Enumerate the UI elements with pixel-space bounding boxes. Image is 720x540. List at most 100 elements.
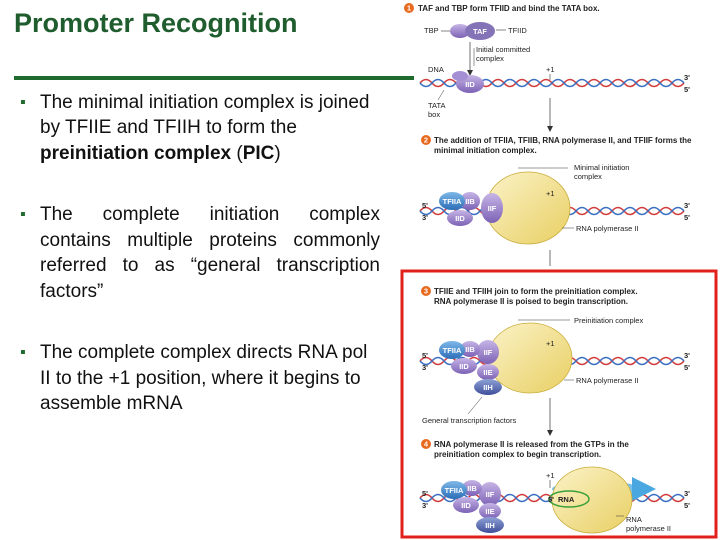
step-number-badge — [421, 135, 431, 145]
step2-caption-1: The addition of TFIIA, TFIIB, RNA polyme… — [434, 136, 692, 145]
tfiih-protein — [474, 379, 502, 395]
five-prime-label: 5' — [684, 501, 690, 510]
bullet-text: The complete complex directs RNA pol II … — [40, 342, 368, 415]
step-number: 2 — [424, 136, 428, 145]
three-prime-label: 3' — [684, 201, 690, 210]
three-prime-label: 3' — [422, 363, 428, 372]
rna-pol-label: RNA polymerase II — [576, 224, 639, 233]
iid-label: IID — [455, 214, 465, 223]
tfiih-protein — [476, 517, 504, 533]
five-prime-label: 5' — [422, 351, 428, 360]
bullet-marker-icon: ▪ — [20, 344, 26, 362]
step-number-badge — [404, 3, 414, 13]
tfiid-protein — [447, 210, 473, 226]
step-number: 3 — [424, 287, 428, 296]
iih-label: IIH — [485, 521, 495, 530]
step-number-badge — [421, 286, 431, 296]
iid-label: IID — [465, 80, 475, 89]
bullet-bold-abbrev: PIC — [242, 142, 275, 164]
tfiia-label: TFIIA — [445, 486, 464, 495]
plus1-label: +1 — [546, 471, 555, 480]
bullet-marker-icon: ▪ — [20, 94, 26, 111]
tfiia-label: TFIIA — [443, 197, 462, 206]
iih-label: IIH — [483, 383, 493, 392]
bullet-item: ▪ The complete complex directs RNA pol I… — [20, 340, 380, 416]
bullet-item: ▪ The complete initiation complex contai… — [20, 202, 380, 304]
title-underline — [14, 76, 414, 80]
iid-label: IID — [461, 501, 471, 510]
minimal-complex-label-1: Minimal initiation — [574, 163, 629, 172]
plus1-label: +1 — [546, 189, 555, 198]
bullet-text-mid: ( — [231, 142, 243, 164]
five-prime-label: 5' — [684, 363, 690, 372]
tfiia-protein — [439, 192, 465, 210]
initial-committed-label-1: Initial committed — [476, 45, 530, 54]
gtf-label: General transcription factors — [422, 416, 516, 425]
tfiib-protein — [460, 192, 480, 210]
three-prime-label: 3' — [684, 351, 690, 360]
five-prime-rna-label: 5' — [548, 495, 554, 504]
bullet-item: ▪ The minimal initiation complex is join… — [20, 90, 380, 166]
rna-polymerase-ii — [551, 466, 633, 534]
bullet-text-post: ) — [274, 142, 281, 164]
tfiie-protein — [479, 503, 501, 519]
highlight-frame — [400, 269, 718, 539]
three-prime-label: 3' — [684, 73, 690, 82]
step-number: 4 — [424, 440, 429, 449]
five-prime-label: 5' — [684, 213, 690, 222]
step1-caption: TAF and TBP form TFIID and bind the TATA… — [418, 4, 600, 13]
step4-caption-2: preinitiation complex to begin transcrip… — [434, 450, 601, 459]
step2-caption-2: minimal initiation complex. — [434, 146, 537, 155]
iid-label: IID — [459, 362, 469, 371]
iib-label: IIB — [465, 197, 475, 206]
tfiia-protein — [441, 481, 467, 499]
tfiia-protein — [439, 341, 465, 359]
dna-label: DNA — [428, 65, 444, 74]
tbp-protein — [450, 24, 470, 38]
nascent-rna — [548, 490, 590, 508]
taf-protein — [465, 22, 495, 40]
tfiid-protein — [453, 497, 479, 513]
tfiib-protein — [460, 341, 480, 357]
tfiid-label: TFIID — [508, 26, 527, 35]
minimal-complex-label-2: complex — [574, 172, 602, 181]
taf-label: TAF — [473, 27, 487, 36]
bullet-text: The complete initiation complex contains… — [40, 204, 380, 302]
plus1-label: +1 — [546, 65, 555, 74]
tfiib-protein — [462, 480, 482, 496]
rna-pol-label-1: RNA — [626, 515, 642, 524]
iif-label: IIF — [484, 348, 493, 357]
plus1-label: +1 — [546, 339, 555, 348]
tfiid-protein — [451, 358, 477, 374]
step-number: 1 — [407, 4, 411, 13]
preinit-label: Preinitiation complex — [574, 316, 643, 325]
step3-caption-1: TFIIE and TFIIH join to form the preinit… — [434, 287, 638, 296]
three-prime-label: 3' — [422, 213, 428, 222]
bullet-marker-icon: ▪ — [20, 206, 26, 224]
rna-label: RNA — [558, 495, 575, 504]
iib-label: IIB — [465, 345, 475, 354]
iib-label: IIB — [467, 484, 477, 493]
three-prime-label: 3' — [422, 501, 428, 510]
tata-label-1: TATA — [428, 101, 446, 110]
tfiif-protein — [481, 193, 503, 223]
bullet-text-pre: The minimal initiation complex is joined… — [40, 92, 370, 139]
tfiia-label: TFIIA — [443, 346, 462, 355]
tata-label-2: box — [428, 110, 440, 119]
three-prime-label: 3' — [684, 489, 690, 498]
iif-label: IIF — [488, 204, 497, 213]
five-prime-label: 5' — [422, 489, 428, 498]
tfiif-protein — [477, 340, 499, 364]
five-prime-label: 5' — [422, 201, 428, 210]
slide-title: Promoter Recognition — [14, 8, 298, 38]
iie-label: IIE — [485, 507, 494, 516]
tfiie-protein — [477, 364, 499, 380]
step-number-badge — [421, 439, 431, 449]
iif-label: IIF — [486, 490, 495, 499]
rna-pol-label-2: polymerase II — [626, 524, 671, 533]
promoter-figure: 1 TAF and TBP form TFIID and bind the TA… — [400, 3, 718, 539]
bullet-bold-term: preinitiation complex — [40, 142, 232, 164]
step3-caption-2: RNA polymerase II is poised to begin tra… — [434, 297, 628, 306]
initial-committed-label-2: complex — [476, 54, 504, 63]
tbp-label: TBP — [424, 26, 439, 35]
